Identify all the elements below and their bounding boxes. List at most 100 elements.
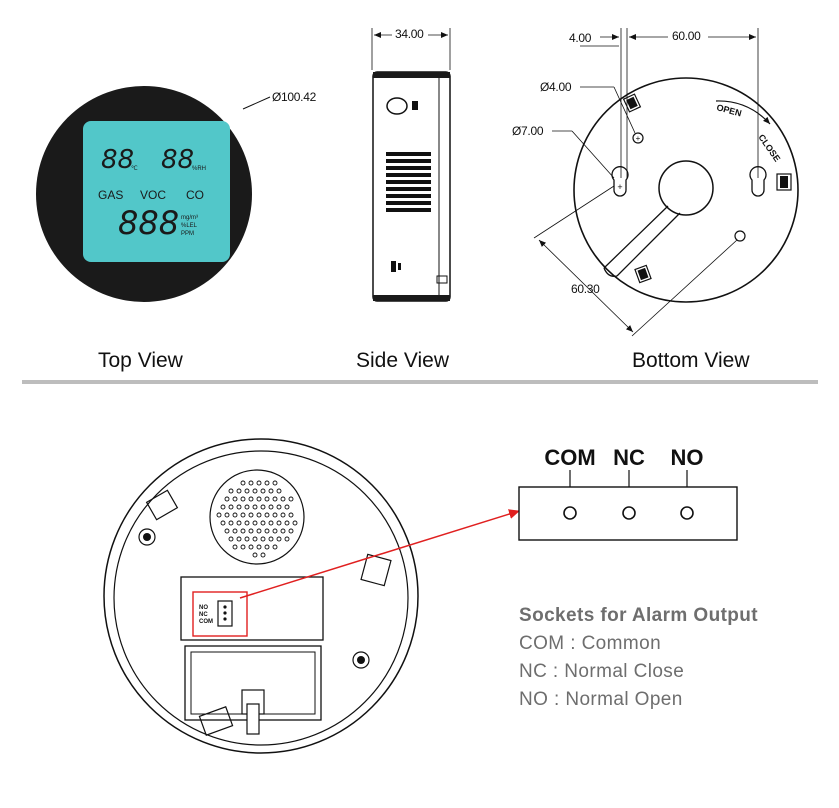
buzzer-hole xyxy=(240,528,246,534)
buzzer-hole xyxy=(264,512,270,518)
buzzer-hole xyxy=(240,544,246,550)
buzzer-hole xyxy=(240,512,246,518)
pcb-label-no: NO xyxy=(199,605,208,611)
buzzer-hole xyxy=(240,496,246,502)
diameter-leader xyxy=(242,96,271,110)
lcd-main-digits: 888 xyxy=(118,204,179,242)
pcb-label-com: COM xyxy=(199,619,213,625)
bottom-hole-large-label: Ø7.00 xyxy=(512,124,544,138)
bottom-center-hole xyxy=(658,160,714,216)
side-view-caption: Side View xyxy=(356,349,450,372)
lcd-temp-unit: ℃ xyxy=(131,166,138,172)
terminal-label-nc: NC xyxy=(613,445,645,470)
buzzer-hole xyxy=(272,528,278,534)
buzzer-hole xyxy=(256,512,262,518)
buzzer-hole xyxy=(252,504,258,510)
buzzer-hole xyxy=(244,520,250,526)
lcd-unit-mgm3: mg/m³ xyxy=(181,215,198,221)
buzzer-hole xyxy=(276,536,282,542)
buzzer-hole xyxy=(260,552,266,558)
buzzer-hole xyxy=(272,480,278,486)
lcd-unit-lel: %LEL xyxy=(181,223,198,229)
top-diameter-label: Ø100.42 xyxy=(272,90,317,104)
buzzer-hole xyxy=(232,528,238,534)
buzzer-hole xyxy=(220,520,226,526)
buzzer-hole xyxy=(268,520,274,526)
buzzer-hole xyxy=(236,488,242,494)
lcd-screen xyxy=(83,121,230,262)
buzzer-hole xyxy=(252,488,258,494)
top-view-caption: Top View xyxy=(98,349,184,372)
socket-line-nc: NC : Normal Close xyxy=(519,661,684,682)
buzzer-hole xyxy=(232,512,238,518)
buzzer-hole xyxy=(220,504,226,510)
svg-text:+: + xyxy=(617,182,622,192)
lcd-label-voc: VOC xyxy=(140,188,166,202)
buzzer-hole xyxy=(240,480,246,486)
buzzer-hole xyxy=(260,488,266,494)
lcd-label-gas: GAS xyxy=(98,188,123,202)
buzzer-hole xyxy=(248,512,254,518)
side-vent xyxy=(386,152,431,212)
buzzer-hole xyxy=(252,536,258,542)
buzzer-hole xyxy=(236,536,242,542)
buzzer-hole xyxy=(248,528,254,534)
buzzer-hole xyxy=(244,488,250,494)
buzzer-hole xyxy=(224,528,230,534)
bottom-diag-label: 60.30 xyxy=(571,282,600,296)
svg-text:+: + xyxy=(636,134,641,143)
buzzer-hole xyxy=(284,504,290,510)
bottom-hole-small-label: Ø4.00 xyxy=(540,80,572,94)
buzzer-hole xyxy=(228,488,234,494)
buzzer-hole xyxy=(244,536,250,542)
bottom-spacing-label: 60.00 xyxy=(672,29,701,43)
small-hole xyxy=(632,132,644,144)
buzzer-hole xyxy=(288,528,294,534)
board-outer-rim xyxy=(103,438,419,754)
side-housing xyxy=(372,71,451,302)
buzzer-hole xyxy=(252,552,258,558)
keyhole-left xyxy=(611,166,629,197)
side-width-label: 34.00 xyxy=(395,27,424,41)
buzzer-hole xyxy=(216,512,222,518)
buzzer-hole xyxy=(228,504,234,510)
lcd-label-co: CO xyxy=(186,188,204,202)
buzzer-hole xyxy=(268,488,274,494)
pcb-upper xyxy=(180,576,324,641)
bottom-view-caption: Bottom View xyxy=(632,349,750,372)
callout-arrow xyxy=(239,509,520,599)
sockets-legend: Sockets for Alarm Output COM : Common NC… xyxy=(519,605,758,710)
buzzer-hole xyxy=(244,504,250,510)
buzzer-hole xyxy=(260,520,266,526)
terminal-block: COM NC NO xyxy=(518,445,738,541)
buzzer-hole xyxy=(280,512,286,518)
buzzer-hole xyxy=(260,504,266,510)
buzzer-hole xyxy=(284,520,290,526)
buzzer-hole xyxy=(276,504,282,510)
buzzer-hole xyxy=(256,544,262,550)
board-view: NO NC COM xyxy=(103,438,520,754)
buzzer-hole xyxy=(272,544,278,550)
buzzer-hole xyxy=(224,496,230,502)
buzzer-hole xyxy=(236,520,242,526)
buzzer-hole xyxy=(264,480,270,486)
buzzer-hole xyxy=(224,512,230,518)
bottom-slot-label: 4.00 xyxy=(569,31,592,45)
buzzer-hole xyxy=(264,528,270,534)
keyhole-right xyxy=(749,166,767,197)
buzzer-hole xyxy=(288,496,294,502)
buzzer-hole xyxy=(292,520,298,526)
buzzer-hole xyxy=(248,496,254,502)
buzzer-holes xyxy=(216,480,298,558)
socket-line-com: COM : Common xyxy=(519,633,661,654)
screw-left xyxy=(138,528,156,546)
buzzer-hole xyxy=(228,520,234,526)
buzzer-hole xyxy=(280,528,286,534)
terminal-label-no: NO xyxy=(671,445,704,470)
terminal-pin-nc xyxy=(622,506,636,520)
top-view: 88 ℃ 88 %RH GAS VOC CO 888 mg/m³ %LEL PP… xyxy=(36,86,317,372)
terminal-label-com: COM xyxy=(544,445,595,470)
buzzer-hole xyxy=(256,496,262,502)
buzzer-hole xyxy=(232,544,238,550)
buzzer-grille xyxy=(209,469,305,565)
